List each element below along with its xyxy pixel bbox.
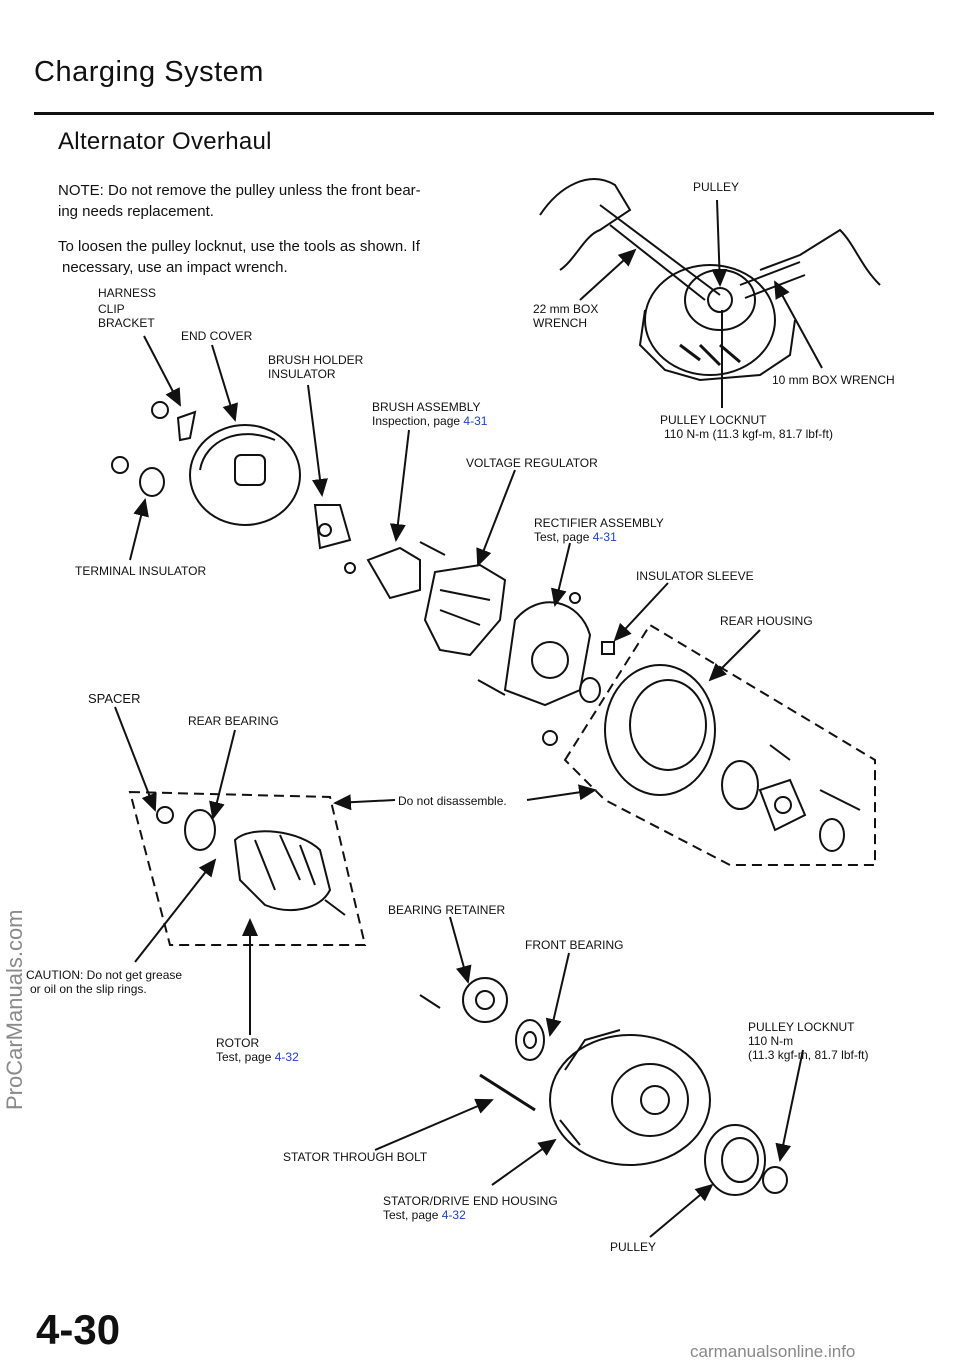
label-stator-drive-end-housing: STATOR/DRIVE END HOUSING Test, page 4-32 [383,1194,558,1222]
section-subtitle: Alternator Overhaul [58,128,272,155]
label-rotor-test: Test, page 4-32 [216,1050,299,1064]
label-terminal-insulator: TERMINAL INSULATOR [75,564,207,578]
label-harness-clip-bracket: HARNESS CLIP BRACKET [98,286,156,330]
watermark: ProCarManuals.com [2,909,27,1110]
label-harness-line3: BRACKET [98,316,155,330]
rotor-test-text: Test, page [216,1050,275,1064]
label-locknut-bottom-line2: 110 N-m [748,1034,794,1048]
label-brush-assembly: BRUSH ASSEMBLY Inspection, page 4-31 [372,400,487,428]
label-harness-line1: HARNESS [98,286,157,300]
stator-test-text: Test, page [383,1208,442,1222]
brush-inspection-text: Inspection, page [372,414,464,428]
title-rule [34,112,934,115]
instruction-paragraph: To loosen the pulley locknut, use the to… [58,236,420,278]
stator-test-link[interactable]: 4-32 [441,1208,466,1222]
wrench-illustration [539,178,881,382]
label-stator-through-bolt: STATOR THROUGH BOLT [283,1150,428,1164]
label-caution-line1: CAUTION: Do not get grease [26,968,183,982]
label-rear-housing: REAR HOUSING [720,614,813,628]
label-rectifier-assembly: RECTIFIER ASSEMBLY Test, page 4-31 [534,516,664,544]
footer-watermark: carmanualsonline.info [690,1342,856,1361]
label-caution: CAUTION: Do not get grease or oil on the… [26,968,182,996]
label-brush-inspection: Inspection, page 4-31 [372,414,487,428]
label-22mm-line2: WRENCH [533,316,587,330]
note-paragraph: NOTE: Do not remove the pulley unless th… [58,180,421,222]
label-rectifier-title: RECTIFIER ASSEMBLY [534,516,664,530]
label-pulley-top: PULLEY [693,180,740,194]
label-insulator-sleeve: INSULATOR SLEEVE [636,569,754,583]
label-do-not-disassemble: Do not disassemble. [398,794,507,808]
label-brush-holder-insulator: BRUSH HOLDER INSULATOR [268,353,363,381]
label-bearing-retainer: BEARING RETAINER [388,903,506,917]
label-rotor: ROTOR Test, page 4-32 [216,1036,299,1064]
label-10mm-box-wrench: 10 mm BOX WRENCH [772,373,895,387]
page-number: 4-30 [36,1306,121,1353]
label-locknut-top-line1: PULLEY LOCKNUT [660,413,767,427]
instruction-line-2: necessary, use an impact wrench. [62,259,288,276]
label-pulley-bottom: PULLEY [610,1240,657,1254]
page-title: Charging System [34,56,264,88]
label-22mm-line1: 22 mm BOX [533,302,599,316]
label-pulley-locknut-bottom: PULLEY LOCKNUT 110 N-m (11.3 kgf-m, 81.7… [748,1020,869,1062]
label-spacer: SPACER [88,691,141,706]
label-stator-test: Test, page 4-32 [383,1208,558,1222]
rectifier-test-link[interactable]: 4-31 [592,530,617,544]
label-brush-assembly-title: BRUSH ASSEMBLY [372,400,481,414]
label-front-bearing: FRONT BEARING [525,938,624,952]
label-brush-holder-line2: INSULATOR [268,367,336,381]
note-line-1: NOTE: Do not remove the pulley unless th… [58,182,421,199]
label-caution-line2: or oil on the slip rings. [30,982,147,996]
label-harness-line2: CLIP [98,302,125,316]
label-22mm-box-wrench: 22 mm BOX WRENCH [533,302,598,330]
label-stator-housing-title: STATOR/DRIVE END HOUSING [383,1194,558,1208]
label-end-cover: END COVER [181,329,253,343]
label-locknut-bottom-line1: PULLEY LOCKNUT [748,1020,855,1034]
rectifier-test-text: Test, page [534,530,593,544]
label-pulley-locknut-top: PULLEY LOCKNUT 110 N-m (11.3 kgf-m, 81.7… [660,413,833,441]
label-locknut-top-line2: 110 N-m (11.3 kgf-m, 81.7 lbf-ft) [664,427,833,441]
label-voltage-regulator: VOLTAGE REGULATOR [466,456,598,470]
label-locknut-bottom-line3: (11.3 kgf-m, 81.7 lbf-ft) [748,1048,869,1062]
instruction-line-1: To loosen the pulley locknut, use the to… [58,238,420,255]
note-line-2: ing needs replacement. [58,203,214,220]
label-rear-bearing: REAR BEARING [188,714,279,728]
brush-inspection-link[interactable]: 4-31 [463,414,488,428]
label-rectifier-test: Test, page 4-31 [534,530,664,544]
rotor-test-link[interactable]: 4-32 [274,1050,299,1064]
label-brush-holder-line1: BRUSH HOLDER [268,353,364,367]
label-rotor-title: ROTOR [216,1036,260,1050]
